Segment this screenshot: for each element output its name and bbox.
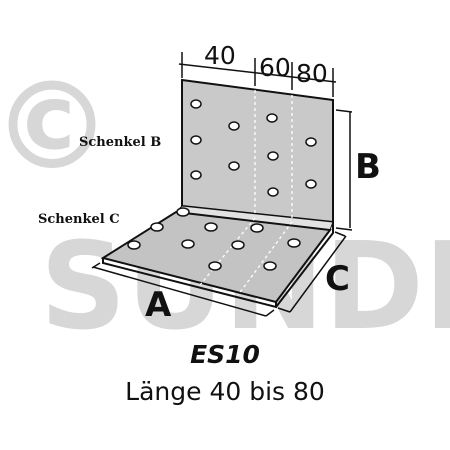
hole [228, 161, 240, 171]
hole [305, 179, 317, 189]
hole [204, 222, 218, 232]
side-thickness [275, 100, 334, 308]
hole [266, 113, 278, 123]
hole [208, 261, 222, 271]
length-range: Länge 40 bis 80 [125, 377, 325, 406]
zone-lines [199, 90, 293, 296]
schenkel-b-label: Schenkel B [79, 135, 161, 150]
schenkel-c-label: Schenkel C [38, 212, 120, 227]
dimension-40: 40 [204, 41, 236, 70]
copyright-watermark: © [0, 58, 112, 197]
hole [287, 238, 301, 248]
hole [250, 223, 264, 233]
vertical-leg [181, 78, 334, 224]
dimension-60: 60 [259, 53, 291, 82]
hole [190, 170, 202, 180]
hole [181, 239, 195, 249]
hole [190, 99, 202, 109]
hole [228, 121, 240, 131]
hole [150, 222, 164, 232]
front-thickness [102, 258, 277, 309]
hole [231, 240, 245, 250]
hole [267, 151, 279, 161]
hole [127, 240, 141, 250]
hole [267, 187, 279, 197]
hole [263, 261, 277, 271]
hole [176, 207, 190, 217]
label-b: B [355, 147, 381, 187]
hole [305, 137, 317, 147]
label-c: C [325, 259, 350, 299]
dimension-lines [91, 52, 353, 317]
label-a: A [145, 285, 172, 325]
hole [190, 135, 202, 145]
mounting-holes [127, 99, 317, 271]
dimension-80: 80 [296, 59, 328, 88]
model-title: ES10 [190, 340, 260, 369]
